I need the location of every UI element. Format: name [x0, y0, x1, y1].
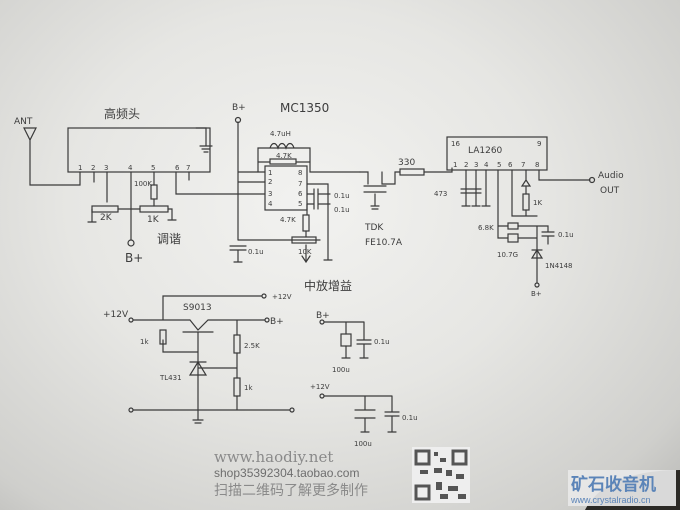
pot-1k-label: 1K — [147, 215, 160, 225]
bplus-label: B+ — [125, 251, 143, 265]
pin-label: 6 — [175, 164, 180, 172]
ground-icon — [195, 127, 213, 153]
resistor-330-label: 330 — [398, 158, 415, 168]
watermark-scan: 扫描二维码了解更多制作 — [214, 482, 368, 499]
la1260-label: LA1260 — [468, 146, 503, 156]
watermark: www.haodiy.net shop35392304.taobao.com 扫… — [214, 447, 680, 510]
tl431-label: TL431 — [159, 374, 182, 382]
detector-section: LA1260 16 9 1 2 3 4 5 6 7 8 473 1K 6.8K … — [434, 136, 624, 298]
elec2-label: 100u — [354, 440, 372, 448]
r3-label: 1k — [244, 384, 253, 392]
cap1-label: 0.1u — [374, 338, 390, 346]
tune-label: 调谐 — [157, 232, 181, 246]
mc1350-label: MC1350 — [280, 101, 329, 115]
la1260-chip — [446, 136, 548, 171]
gain-label: 中放增益 — [304, 278, 352, 293]
r-bias-label: 4.7K — [280, 216, 296, 224]
svg-text:9: 9 — [537, 140, 541, 148]
logo-box — [568, 470, 676, 506]
antenna-icon — [23, 127, 81, 186]
bplus-label: B+ — [316, 311, 330, 321]
bplus-terminal — [127, 239, 135, 247]
regulator-section: +12V S9013 +12V B+ 1k 2.5K TL431 1k — [103, 293, 295, 424]
logo-url: www.crystalradio.cn — [570, 495, 651, 505]
svg-text:16: 16 — [451, 140, 460, 148]
cap2-label: 0.1u — [402, 414, 418, 422]
r-68k-label: 6.8K — [478, 224, 494, 232]
decoupling-section: B+ 0.1u 100u +12V 0.1u 100u — [310, 311, 418, 448]
svg-text:3: 3 — [474, 161, 478, 169]
svg-text:6: 6 — [508, 161, 513, 169]
filter-brand-label: TDK — [364, 223, 384, 233]
svg-text:5: 5 — [298, 200, 302, 208]
pot-2k-label: 2K — [100, 213, 113, 223]
res-100k-label: 100K — [134, 180, 152, 188]
filter-section: 330 TDK FE10.7A — [359, 158, 453, 248]
tuner-title: 高频头 — [104, 106, 140, 121]
out-12v-label: +12V — [272, 293, 292, 301]
cap-supply-label: 0.1u — [248, 248, 264, 256]
transistor-label: S9013 — [183, 303, 212, 313]
svg-text:3: 3 — [268, 190, 272, 198]
if-amp-section: B+ MC1350 1 2 3 4 8 7 6 5 4.7K 10K 0.1u … — [229, 101, 361, 293]
ant-label: ANT — [14, 117, 33, 127]
caps-473-label: 473 — [434, 190, 447, 198]
svg-text:5: 5 — [497, 161, 501, 169]
pin-label: 5 — [151, 164, 155, 172]
r-1k-label: 1K — [533, 199, 542, 207]
svg-text:1: 1 — [453, 161, 457, 169]
svg-text:8: 8 — [535, 161, 539, 169]
out-bplus-label: B+ — [270, 317, 284, 327]
cap5-label: 0.1u — [334, 206, 350, 214]
pot-10k-label: 10K — [298, 248, 312, 256]
mc1350-chip — [264, 165, 308, 211]
r2-label: 2.5K — [244, 342, 260, 350]
r-fb-label: 4.7K — [276, 152, 292, 160]
svg-text:6: 6 — [298, 190, 303, 198]
inductor-label: 4.7uH — [270, 130, 291, 138]
diode-label: 1N4148 — [545, 262, 573, 270]
pin-label: 7 — [186, 164, 190, 172]
in-12v-label: +12V — [103, 310, 129, 320]
svg-text:4: 4 — [484, 161, 489, 169]
qr-code-icon — [412, 447, 470, 503]
svg-text:7: 7 — [298, 180, 302, 188]
audio-label: Audio — [598, 171, 624, 181]
bplus-label: B+ — [232, 103, 246, 113]
watermark-site: www.haodiy.net — [214, 448, 333, 466]
elec1-label: 100u — [332, 366, 350, 374]
filter-model-label: FE10.7A — [365, 238, 403, 248]
bplus-label: B+ — [531, 290, 542, 298]
svg-text:8: 8 — [298, 169, 302, 177]
v12-label: +12V — [310, 383, 330, 391]
crystal-label: 10.7G — [497, 251, 518, 259]
watermark-shop: shop35392304.taobao.com — [214, 466, 359, 480]
out-label: OUT — [600, 186, 620, 196]
svg-text:4: 4 — [268, 200, 273, 208]
pin-label: 3 — [104, 164, 108, 172]
pin-label: 4 — [128, 164, 133, 172]
tuner-section: 高频头 ANT 1 2 3 4 5 6 7 2K 1K 100K 调谐 B+ — [14, 106, 266, 265]
pin-label: 2 — [91, 164, 95, 172]
svg-text:7: 7 — [521, 161, 525, 169]
logo-text: 矿石收音机 — [571, 474, 656, 495]
svg-text:1: 1 — [268, 169, 272, 177]
svg-text:2: 2 — [268, 178, 272, 186]
pin-label: 1 — [78, 164, 82, 172]
svg-text:2: 2 — [464, 161, 468, 169]
cap6-label: 0.1u — [334, 192, 350, 200]
tuner-box — [67, 127, 211, 173]
r1-label: 1k — [140, 338, 149, 346]
cap-label: 0.1u — [558, 231, 574, 239]
